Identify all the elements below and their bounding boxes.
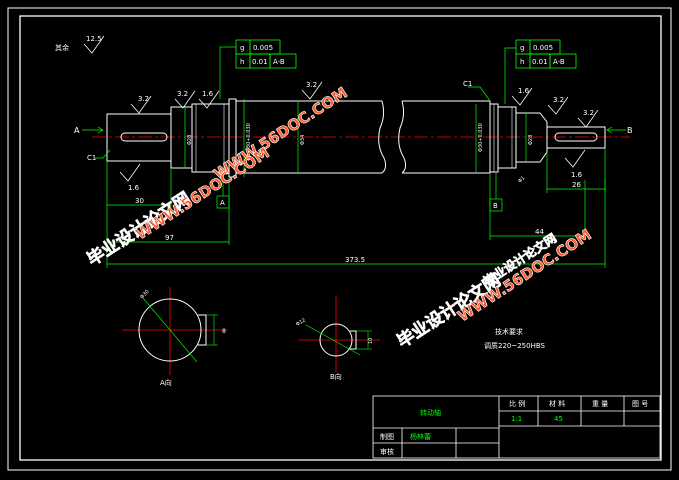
dim-dia-2: Φ30+0.030: [246, 123, 252, 152]
datum-box-b-label: B: [493, 202, 498, 210]
section-b-key-width: 10: [368, 338, 374, 344]
dim-length-44: 44: [535, 228, 544, 236]
other-roughness-value: 12.5: [86, 35, 102, 43]
roughness-label-7: 3.2: [583, 109, 594, 117]
dim-dia-3: Φ34: [300, 135, 306, 145]
roughness-label-8: 1.6: [518, 87, 530, 95]
tol-left-r2-val: 0.01: [252, 58, 268, 66]
roughness-label-9: 1.6: [571, 171, 583, 179]
roughness-label-4: 3.2: [306, 81, 317, 89]
title-header-scale: 比 例: [509, 399, 525, 408]
roughness-label-3: 1.6: [202, 90, 214, 98]
roughness-symbols: [83, 35, 599, 182]
title-part-name: 转动轴: [420, 408, 441, 417]
title-block-grid: [372, 395, 661, 459]
tol-left-r1-val: 0.005: [253, 44, 273, 52]
chamfer-left-label: C1: [87, 154, 96, 162]
title-material-value: 45: [554, 415, 563, 423]
tol-right-r2-ref: A-B: [553, 58, 565, 66]
bearing-detail-lines: [195, 104, 513, 172]
roughness-label-5: 1.6: [128, 184, 140, 192]
watermark-site-3: WWW.56DOC.COM: [454, 226, 594, 326]
tol-left-r2-sym: h: [240, 58, 244, 66]
dim-dia-4: Φ30+0.030: [478, 123, 484, 152]
datum-a-left-label: A: [74, 126, 80, 135]
title-header-material: 材 料: [549, 399, 565, 408]
tech-requirements-text: 调质220~250HBS: [484, 341, 546, 350]
title-checked-label: 审核: [380, 447, 394, 456]
tech-requirements-title: 技术要求: [495, 327, 523, 336]
section-a-diameter: Φ30: [139, 289, 151, 301]
roughness-label-6: 3.2: [553, 96, 564, 104]
dim-length-97: 97: [165, 234, 174, 242]
dim-dia-5: Φ28: [528, 135, 534, 145]
dim-dia-1: Φ28: [187, 135, 193, 145]
dim-dia-6: Φ1: [517, 175, 526, 184]
tol-right-r1-val: 0.005: [533, 44, 553, 52]
tol-left-r1-sym: g: [240, 44, 244, 52]
dim-length-30: 30: [135, 197, 144, 205]
tol-right-r2-val: 0.01: [532, 58, 548, 66]
tolerance-frame-right: [515, 39, 577, 69]
datum-b-right-label: B: [627, 126, 633, 135]
watermark-site-2: WWW.56DOC.COM: [132, 144, 272, 244]
tol-left-r2-ref: A-B: [273, 58, 285, 66]
title-header-drawing-no: 图 号: [632, 400, 648, 408]
title-drawn-by: 杨林蕾: [410, 432, 431, 441]
tolerance-frame-left: [235, 39, 297, 69]
section-a-key-width: 8: [222, 328, 226, 335]
tol-right-r1-sym: g: [520, 44, 524, 52]
dim-length-total: 373.5: [345, 256, 365, 264]
title-header-weight: 重 量: [592, 400, 608, 408]
dimension-lines: [82, 46, 626, 268]
section-b-diameter: Φ12: [295, 317, 307, 327]
other-roughness-label: 其余: [55, 43, 69, 52]
section-b-label: B向: [330, 372, 342, 381]
title-drawn-label: 制图: [380, 432, 394, 441]
sheet-inner-border: [19, 15, 662, 461]
chamfer-right-label: C1: [463, 80, 472, 88]
roughness-label-2: 3.2: [177, 90, 188, 98]
datum-box-a-label: A: [220, 199, 225, 207]
title-scale-value: 1:1: [511, 415, 522, 423]
dim-length-26: 26: [572, 181, 581, 189]
section-a-label: A向: [160, 378, 172, 387]
tol-right-r2-sym: h: [520, 58, 524, 66]
roughness-label-1: 3.2: [138, 95, 149, 103]
section-a-view: [122, 287, 228, 375]
sheet-outer-border: [7, 7, 672, 471]
section-b-view: [298, 296, 380, 372]
